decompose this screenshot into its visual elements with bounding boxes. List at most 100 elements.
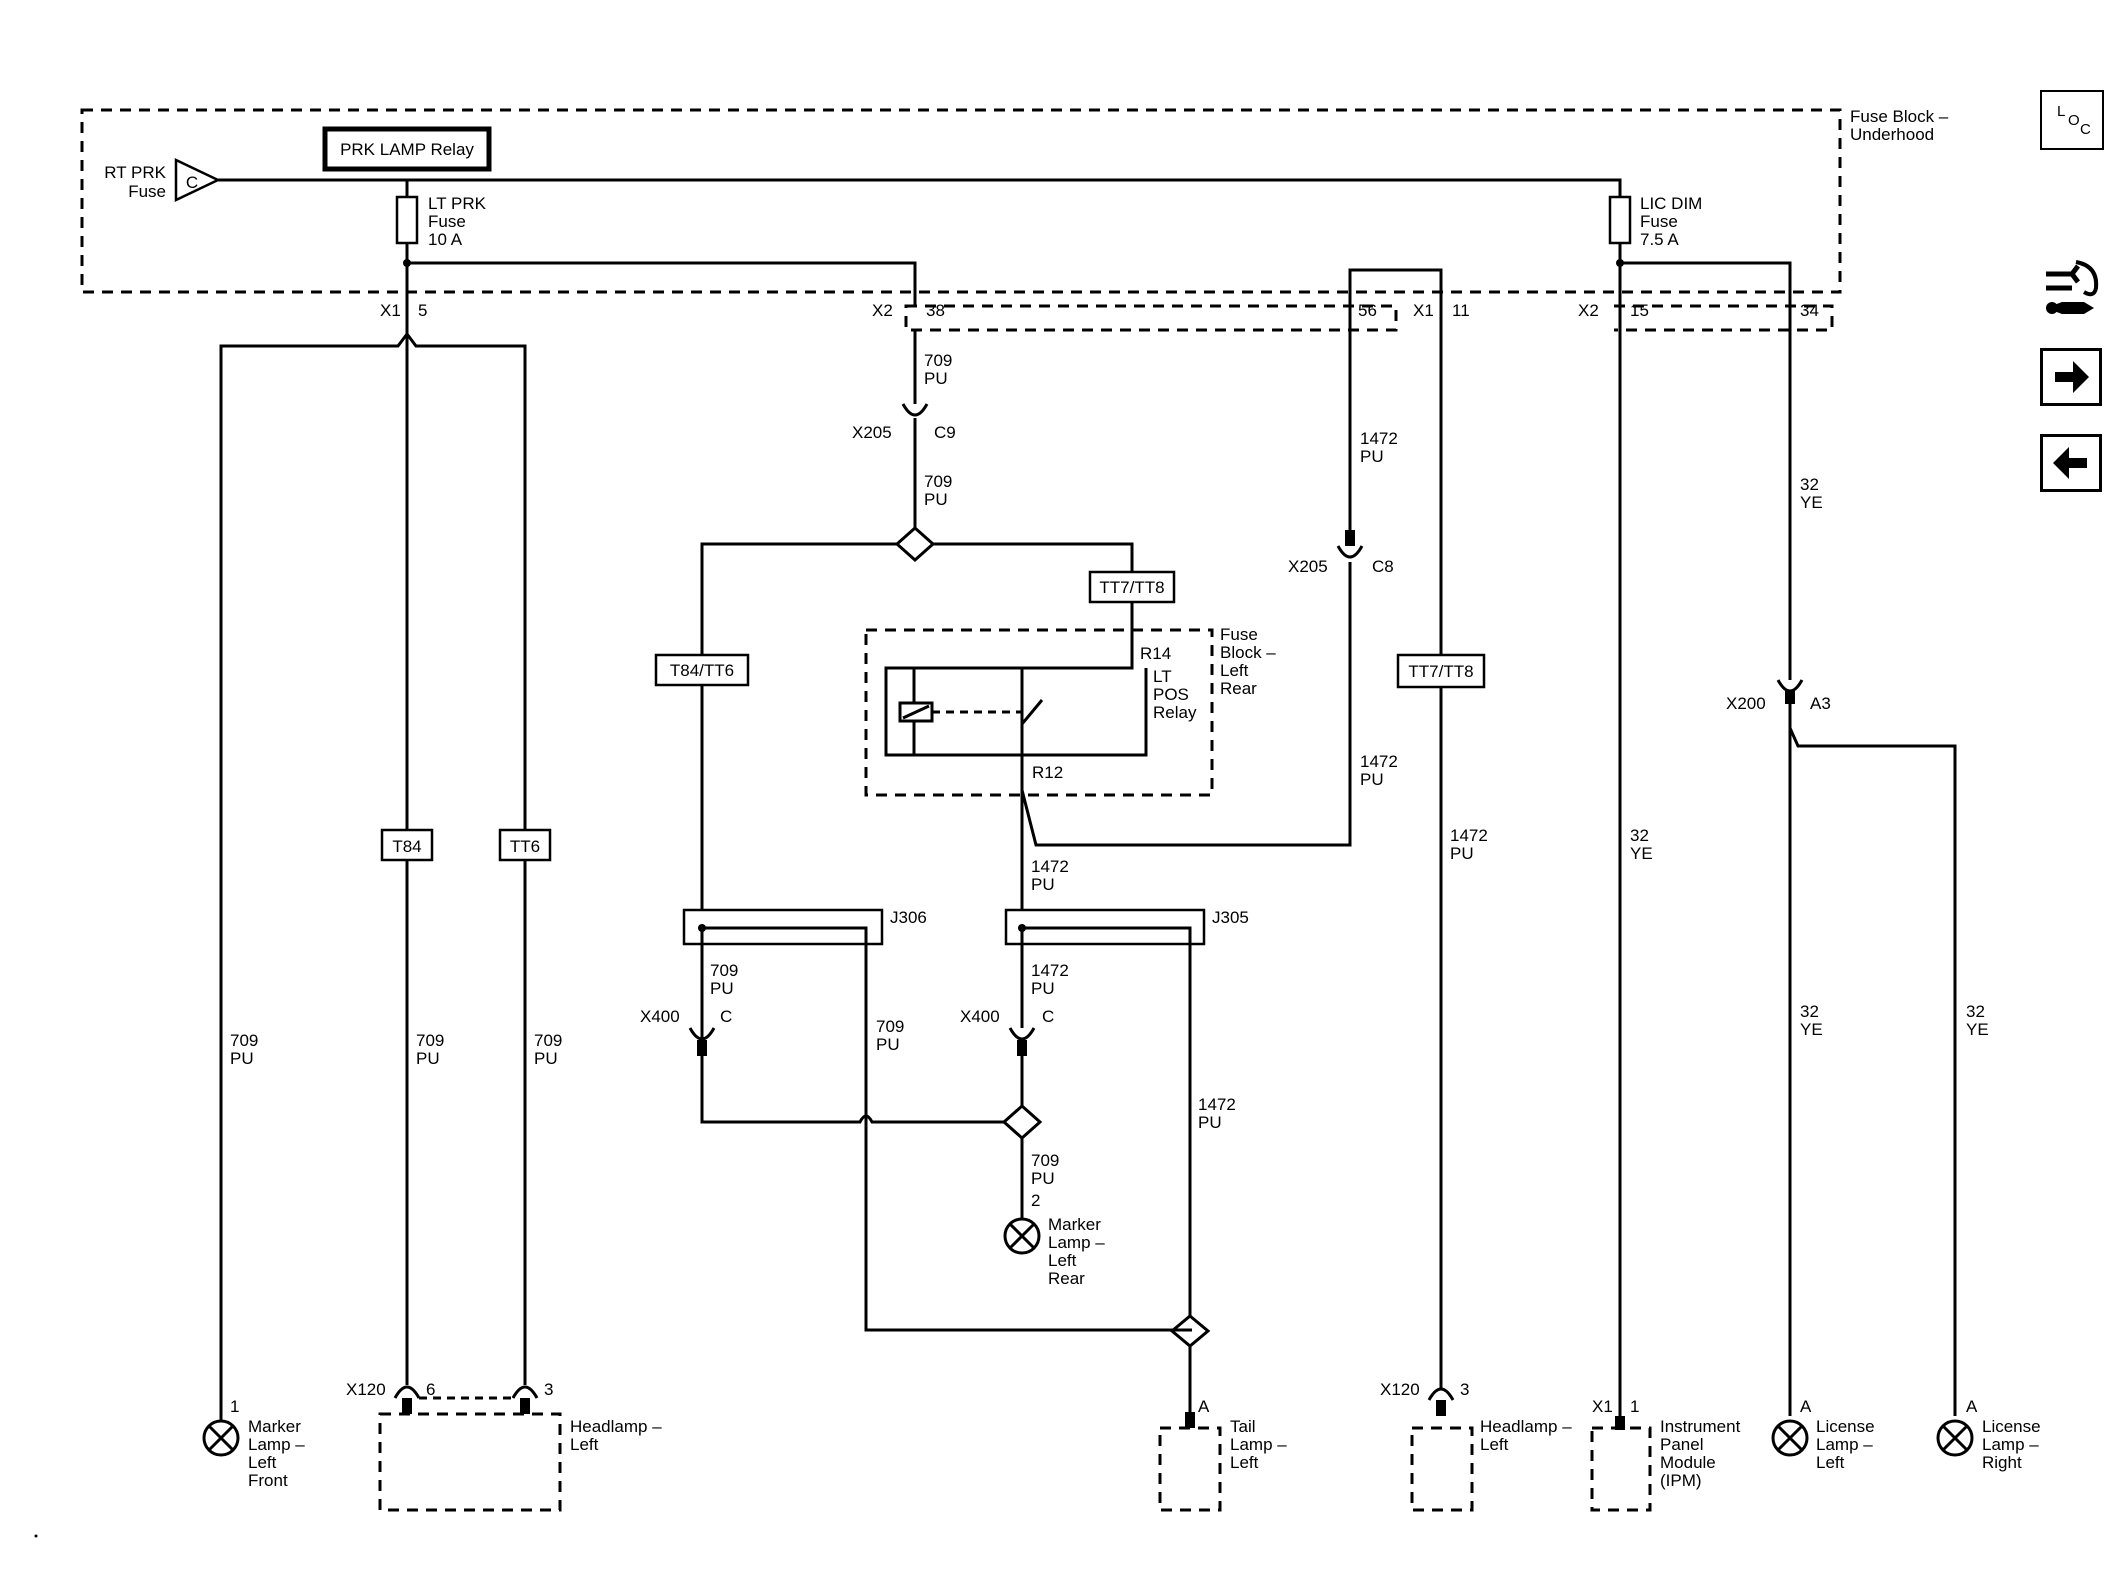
- svg-text:Lamp –: Lamp –: [1982, 1435, 2039, 1454]
- svg-text:10 A: 10 A: [428, 230, 463, 249]
- svg-text:POS: POS: [1153, 685, 1189, 704]
- svg-text:TT7/TT8: TT7/TT8: [1408, 662, 1473, 681]
- svg-text:A: A: [1198, 1397, 1210, 1416]
- svg-text:J306: J306: [890, 908, 927, 927]
- svg-text:TT7/TT8: TT7/TT8: [1099, 578, 1164, 597]
- arrow-right-icon: [2055, 361, 2089, 393]
- license-lamp-right-icon: [1936, 1419, 1974, 1457]
- svg-text:32: 32: [1800, 475, 1819, 494]
- svg-text:X120: X120: [1380, 1380, 1420, 1399]
- svg-text:3: 3: [1460, 1380, 1469, 1399]
- svg-text:Tail: Tail: [1230, 1417, 1256, 1436]
- svg-text:Rear: Rear: [1048, 1269, 1085, 1288]
- svg-text:Right: Right: [1982, 1453, 2022, 1472]
- svg-text:X400: X400: [960, 1007, 1000, 1026]
- svg-text:2: 2: [1031, 1191, 1040, 1210]
- svg-text:38: 38: [926, 301, 945, 320]
- svg-text:PU: PU: [1198, 1113, 1222, 1132]
- svg-text:TT6: TT6: [510, 837, 540, 856]
- svg-text:Module: Module: [1660, 1453, 1716, 1472]
- svg-text:Marker: Marker: [1048, 1215, 1101, 1234]
- fuse-block-left-rear: Fuse Block – Left Rear R14 LT POS Relay …: [864, 602, 1276, 797]
- fuse-block-underhood-label: Fuse Block –: [1850, 107, 1949, 126]
- svg-text:T84/TT6: T84/TT6: [670, 661, 734, 680]
- svg-text:1472: 1472: [1360, 429, 1398, 448]
- svg-text:709: 709: [534, 1031, 562, 1050]
- svg-text:X1: X1: [1592, 1397, 1613, 1416]
- svg-text:709: 709: [924, 351, 952, 370]
- svg-text:Headlamp –: Headlamp –: [1480, 1417, 1572, 1436]
- svg-text:32: 32: [1800, 1002, 1819, 1021]
- loc-button[interactable]: L O C: [2040, 90, 2104, 150]
- svg-text:709: 709: [230, 1031, 258, 1050]
- svg-text:C: C: [2080, 121, 2091, 138]
- rt-prk-connector-icon: [174, 158, 221, 202]
- svg-text:Left: Left: [1220, 661, 1249, 680]
- svg-text:34: 34: [1800, 301, 1819, 320]
- connector-tool-icon[interactable]: [2038, 252, 2106, 332]
- svg-text:Front: Front: [248, 1471, 288, 1490]
- svg-text:Fuse: Fuse: [1640, 212, 1678, 231]
- svg-text:Relay: Relay: [1153, 703, 1197, 722]
- svg-text:X120: X120: [346, 1380, 386, 1399]
- svg-text:PU: PU: [1450, 844, 1474, 863]
- prk-lamp-relay-box: PRK LAMP Relay: [322, 126, 492, 172]
- license-lamp-left-icon: [1771, 1419, 1809, 1457]
- marker-lamp-left-front-icon: [202, 1419, 240, 1457]
- svg-text:X200: X200: [1726, 694, 1766, 713]
- svg-text:1472: 1472: [1031, 857, 1069, 876]
- svg-text:PRK LAMP Relay: PRK LAMP Relay: [340, 140, 474, 159]
- svg-text:PU: PU: [1031, 979, 1055, 998]
- svg-text:56: 56: [1358, 301, 1377, 320]
- svg-text:C: C: [1042, 1007, 1054, 1026]
- svg-text:PU: PU: [1031, 875, 1055, 894]
- x205-c9-connector-icon: [901, 403, 929, 417]
- svg-text:Block –: Block –: [1220, 643, 1276, 662]
- svg-text:T84: T84: [392, 837, 421, 856]
- svg-text:C: C: [720, 1007, 732, 1026]
- svg-text:1472: 1472: [1031, 961, 1069, 980]
- svg-text:YE: YE: [1966, 1020, 1989, 1039]
- svg-text:Left: Left: [1048, 1251, 1077, 1270]
- svg-text:709: 709: [924, 472, 952, 491]
- fuse-block-underhood: Fuse Block – Underhood PRK LAMP Relay RT…: [80, 107, 1949, 1416]
- svg-text:LT PRK: LT PRK: [428, 194, 487, 213]
- svg-text:Fuse: Fuse: [1220, 625, 1258, 644]
- svg-text:Lamp –: Lamp –: [1230, 1435, 1287, 1454]
- svg-text:32: 32: [1630, 826, 1649, 845]
- lt-prk-fuse-icon: [395, 195, 419, 245]
- x400-c-connector-right-icon: [1008, 1027, 1036, 1041]
- x120-pin3-right-connector-icon: [1427, 1387, 1455, 1401]
- svg-text:O: O: [2068, 112, 2080, 129]
- svg-text:1472: 1472: [1450, 826, 1488, 845]
- svg-text:R12: R12: [1032, 763, 1063, 782]
- svg-text:Panel: Panel: [1660, 1435, 1703, 1454]
- svg-text:YE: YE: [1800, 493, 1823, 512]
- svg-text:PU: PU: [710, 979, 734, 998]
- svg-text:Lamp –: Lamp –: [248, 1435, 305, 1454]
- svg-text:Fuse: Fuse: [428, 212, 466, 231]
- ipm-component: [1590, 1426, 1652, 1512]
- svg-text:YE: YE: [1630, 844, 1653, 863]
- x200-a3-connector-icon: [1776, 679, 1804, 693]
- next-page-button[interactable]: [2040, 348, 2102, 406]
- svg-text:Left: Left: [1480, 1435, 1509, 1454]
- svg-text:A3: A3: [1810, 694, 1831, 713]
- headlamp-left-component: [378, 1412, 562, 1512]
- svg-text:709: 709: [876, 1017, 904, 1036]
- tt7-tt8-splice-box-right: [1396, 653, 1486, 689]
- svg-text:Left: Left: [570, 1435, 599, 1454]
- previous-page-button[interactable]: [2040, 434, 2102, 492]
- svg-text:X205: X205: [852, 423, 892, 442]
- svg-text:LT: LT: [1153, 667, 1172, 686]
- svg-text:11: 11: [1452, 301, 1470, 320]
- splice-diamond-marker-rear: [1001, 1103, 1043, 1141]
- left-front-branches: T84 TT6 709 PU 709 PU 709 PU: [219, 333, 562, 1420]
- t84-splice-box: [380, 828, 434, 862]
- svg-text:(IPM): (IPM): [1660, 1471, 1702, 1490]
- arrow-left-icon: [2053, 447, 2087, 479]
- svg-text:PU: PU: [1031, 1169, 1055, 1188]
- lic-dim-fuse-icon: [1608, 195, 1632, 245]
- svg-text:License: License: [1982, 1417, 2041, 1436]
